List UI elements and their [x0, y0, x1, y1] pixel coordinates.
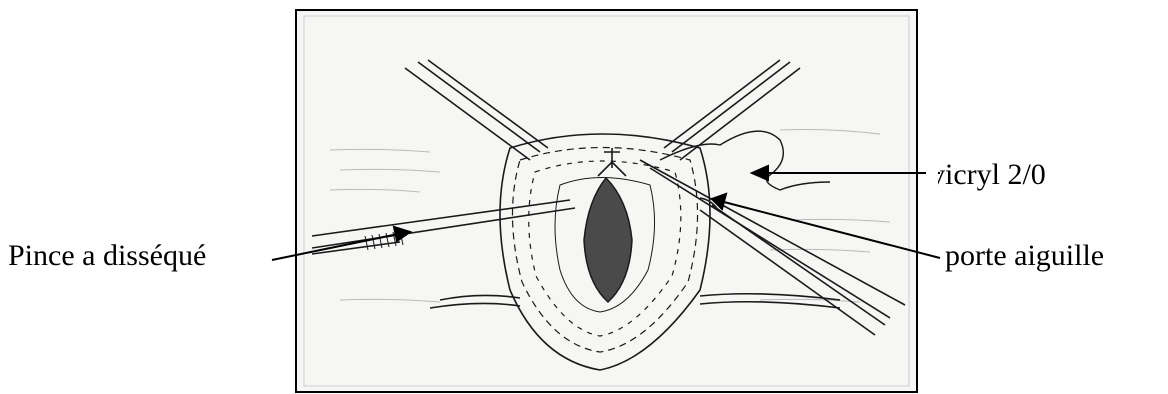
label-occluder — [926, 158, 938, 188]
label-needle-holder: porte aiguille — [945, 241, 1104, 271]
label-dissecting-forceps: Pince a disséqué — [8, 241, 206, 271]
label-suture-vicryl: vicryl 2/0 — [930, 160, 1046, 190]
